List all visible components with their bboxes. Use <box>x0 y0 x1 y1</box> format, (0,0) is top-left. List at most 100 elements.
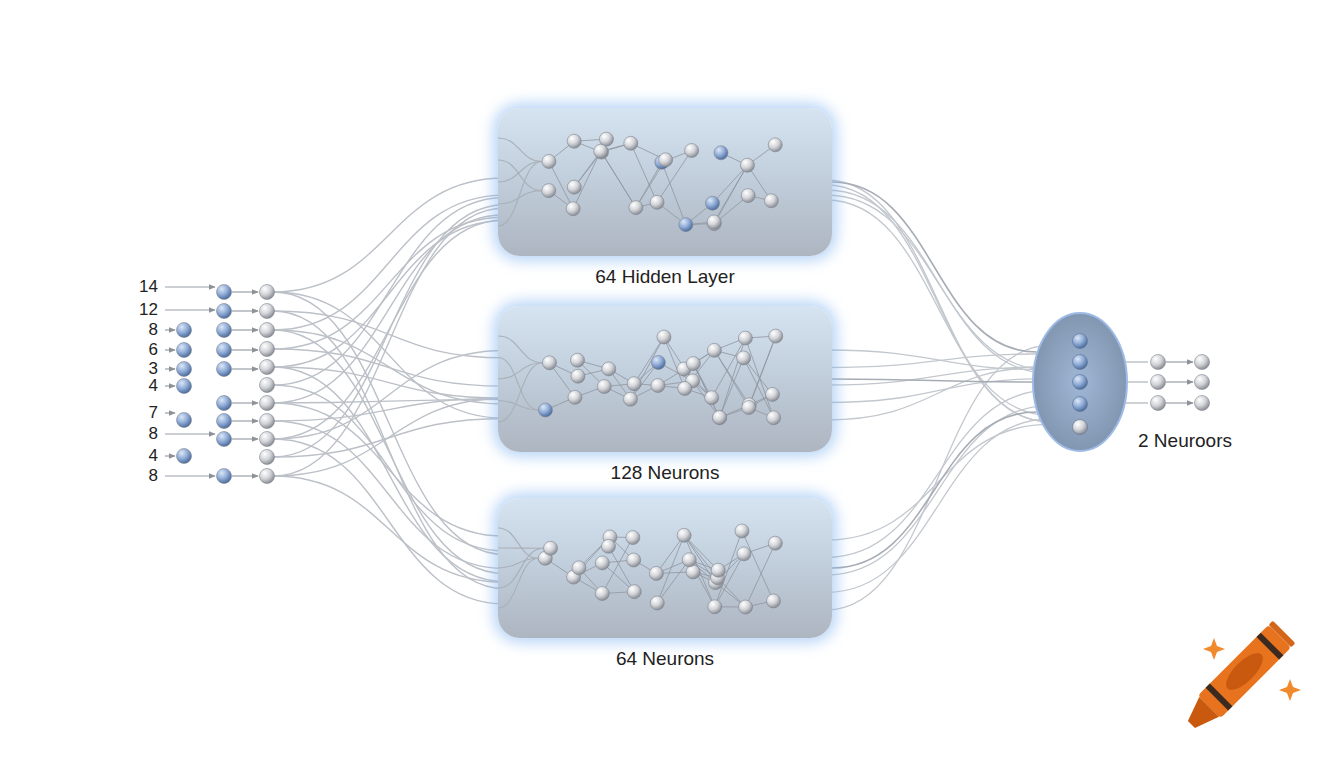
neuron <box>714 146 728 160</box>
connection-strand <box>273 385 505 551</box>
neuron <box>739 600 753 614</box>
layer-label: 64 Hidden Layer <box>595 266 734 288</box>
neuron <box>542 356 556 370</box>
neuron-cluster <box>498 108 832 256</box>
input-value: 4 <box>110 376 158 396</box>
neuron <box>650 596 664 610</box>
neuron <box>260 450 275 465</box>
layer-connector <box>832 379 1032 382</box>
input-arrow <box>165 455 175 456</box>
input-value: 12 <box>110 300 158 320</box>
neuron <box>650 195 664 209</box>
neuron <box>597 380 611 394</box>
neuron <box>768 536 782 550</box>
neuron <box>741 189 755 203</box>
neuron <box>686 565 700 579</box>
input-value: 7 <box>110 403 158 423</box>
connection-strand <box>273 399 505 476</box>
connection-strand <box>826 200 1050 415</box>
neuron <box>737 351 751 365</box>
hidden-layer-panel: 128 Neurons <box>498 306 832 452</box>
synapse <box>608 546 634 591</box>
neuron <box>740 158 754 172</box>
synapse <box>498 336 542 363</box>
neuron <box>568 390 582 404</box>
neuron <box>682 553 696 567</box>
input-value: 6 <box>110 340 158 360</box>
neuron <box>764 194 778 208</box>
input-arrow <box>165 309 215 310</box>
neuron <box>765 387 779 401</box>
connection-strand <box>273 208 505 476</box>
input-arrow <box>232 402 258 403</box>
synapse <box>498 160 542 191</box>
neuron <box>627 377 641 391</box>
layer-connector <box>832 412 1037 568</box>
input-arrow <box>165 329 175 330</box>
neuron <box>627 553 641 567</box>
neuron <box>177 379 192 394</box>
input-arrow <box>232 368 258 369</box>
connection-strand <box>826 390 1050 557</box>
connection-strand <box>273 197 505 385</box>
crayon-logo <box>1180 621 1295 736</box>
synapse <box>602 152 636 208</box>
neuron <box>624 136 638 150</box>
output-ellipse <box>1033 313 1127 451</box>
input-arrow <box>165 475 215 476</box>
connection-strand <box>826 185 1050 422</box>
neuron <box>1151 396 1166 411</box>
neuron <box>768 138 782 152</box>
synapse <box>601 151 636 207</box>
connection-strand <box>273 220 505 367</box>
synapse <box>498 547 543 548</box>
neuron <box>1073 355 1088 370</box>
input-arrow <box>232 291 258 292</box>
neuron <box>538 403 552 417</box>
connection-strand <box>273 311 505 589</box>
input-arrow <box>165 385 175 386</box>
connection-strand <box>273 330 505 574</box>
neuron <box>707 343 721 357</box>
neuron <box>602 362 616 376</box>
neuron <box>651 355 665 369</box>
synapse <box>498 548 543 588</box>
neuron <box>1151 375 1166 390</box>
neuron <box>678 382 692 396</box>
output-layer: 2 Neuroors <box>1032 312 1128 452</box>
hidden-layer-panel: 64 Hidden Layer <box>498 108 832 256</box>
connection-strand <box>273 421 505 568</box>
neuron <box>217 323 232 338</box>
neuron <box>567 180 581 194</box>
connection-strand <box>826 379 1050 403</box>
connection-strand <box>273 439 505 604</box>
input-value: 8 <box>110 320 158 340</box>
layer-label: 128 Neurons <box>611 462 720 484</box>
neuron <box>1195 375 1210 390</box>
neuron <box>679 218 693 232</box>
neuron <box>735 524 749 538</box>
neuron <box>177 362 192 377</box>
input-arrow <box>232 420 258 421</box>
connection-strand <box>826 424 1050 540</box>
neuron <box>542 154 556 168</box>
neuron <box>626 531 640 545</box>
synapse <box>498 363 542 422</box>
neuron <box>766 594 780 608</box>
connection-strand <box>273 205 505 457</box>
neuron <box>623 392 637 406</box>
connection-strand <box>273 367 505 582</box>
input-arrow <box>165 349 175 350</box>
connection-strand <box>273 367 505 398</box>
neuron <box>177 343 192 358</box>
input-value: 14 <box>110 277 158 297</box>
neuron <box>1195 355 1210 370</box>
neuron <box>1195 396 1210 411</box>
sparkle <box>1203 638 1225 660</box>
neuron <box>737 547 751 561</box>
connection-strand <box>826 190 1050 374</box>
neuron <box>711 563 725 577</box>
connection-strand <box>826 406 1050 575</box>
